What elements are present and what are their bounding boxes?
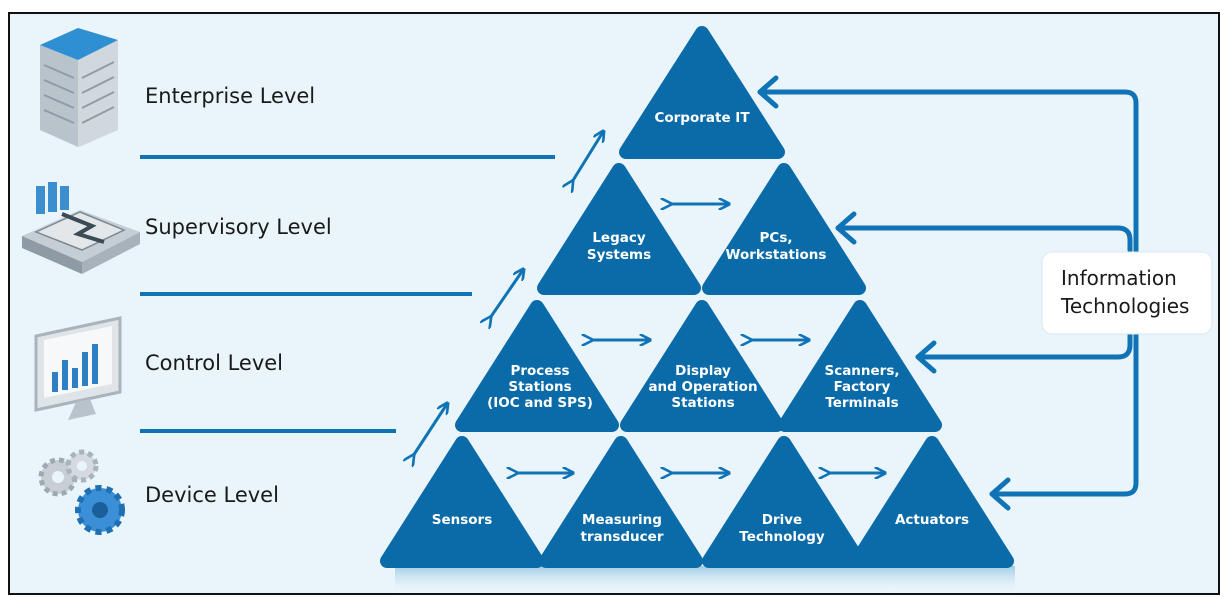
it-line-supervisory bbox=[835, 225, 1133, 253]
gears-icon bbox=[38, 449, 125, 535]
level-label-enterprise: Enterprise Level bbox=[145, 84, 315, 108]
triangle-legacy-systems bbox=[537, 163, 701, 295]
it-line-control bbox=[915, 332, 1133, 360]
info-box-line2: Technologies bbox=[1060, 294, 1189, 318]
label-sensors: Sensors bbox=[432, 512, 493, 528]
triangle-scanners-terminals bbox=[778, 300, 942, 432]
level-label-device: Device Level bbox=[145, 483, 279, 507]
arrowhead-actuators bbox=[989, 477, 1011, 511]
label-corporate-it: Corporate IT bbox=[654, 110, 750, 126]
info-box-line1: Information bbox=[1061, 266, 1177, 290]
triangle-pcs-workstations bbox=[702, 163, 866, 295]
arrow-control-device bbox=[413, 404, 447, 456]
triangle-corporate-it bbox=[619, 26, 785, 159]
exchange-arrows bbox=[413, 132, 884, 473]
level-separators bbox=[140, 155, 555, 433]
label-pcs-workstations: PCs,Workstations bbox=[726, 230, 827, 263]
triangle-drive-technology bbox=[702, 436, 866, 568]
office-building-icon bbox=[40, 28, 118, 147]
level-label-supervisory: Supervisory Level bbox=[145, 215, 332, 239]
level-label-control: Control Level bbox=[145, 351, 283, 375]
arrowhead-corporate-it bbox=[757, 75, 779, 109]
triangle-display-operation-stations bbox=[620, 300, 784, 432]
triangle-process-stations bbox=[455, 300, 619, 432]
information-technologies-box: Information Technologies bbox=[1041, 251, 1213, 335]
triangle-sensors bbox=[380, 436, 544, 568]
pyramid-reflection bbox=[395, 566, 1015, 594]
label-actuators: Actuators bbox=[895, 512, 969, 528]
arrow-supervisory-control bbox=[490, 270, 523, 318]
arrowhead-pcs bbox=[835, 211, 857, 245]
arrow-enterprise-supervisory bbox=[572, 132, 603, 182]
triangle-measuring-transducer bbox=[539, 436, 703, 568]
pyramid-triangles bbox=[380, 26, 1014, 568]
triangle-actuators bbox=[850, 436, 1014, 568]
arrowhead-scanners bbox=[915, 340, 937, 374]
info-box-background bbox=[1041, 251, 1213, 335]
factory-building-icon bbox=[22, 182, 140, 274]
monitor-chart-icon bbox=[34, 316, 122, 420]
